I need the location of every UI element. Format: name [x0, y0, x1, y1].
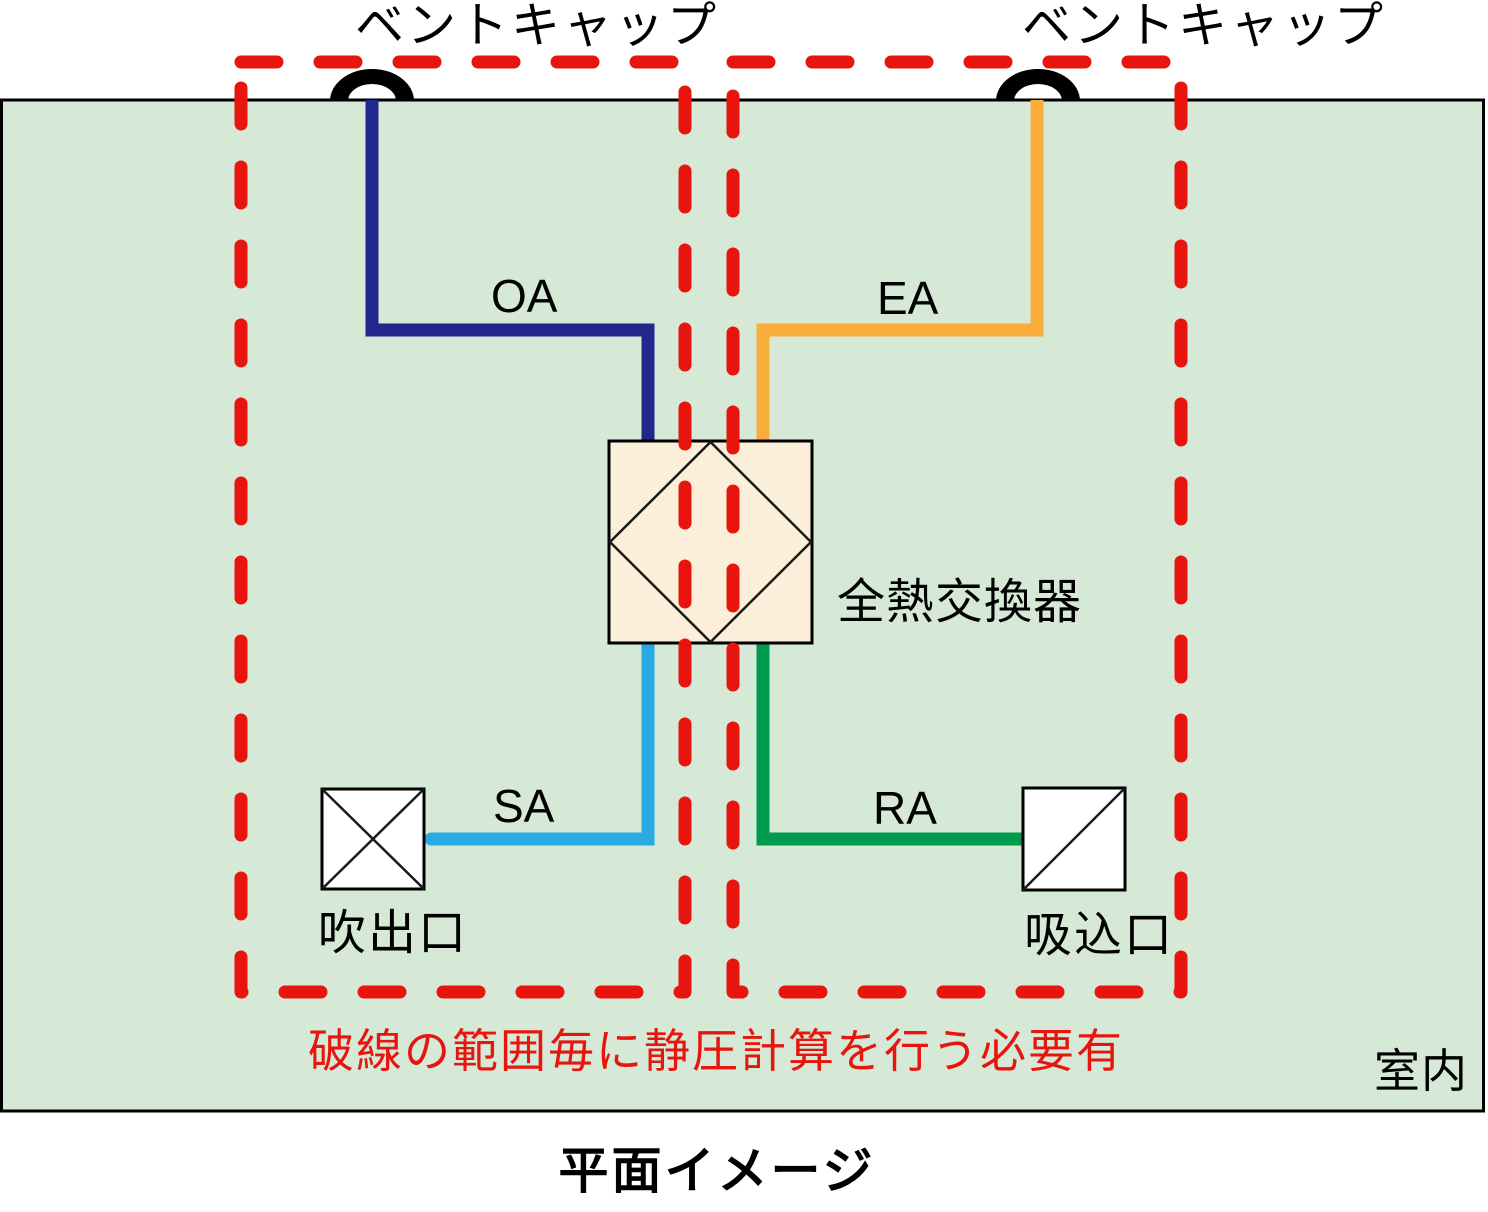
return-inlet-label: 吸込口	[1024, 909, 1175, 962]
ra-duct-label: RA	[873, 782, 937, 834]
ea-duct-line	[756, 100, 1044, 450]
oa-duct-label: OA	[491, 270, 558, 322]
ra-duct-line	[756, 629, 1027, 846]
pressure-note: 破線の範囲毎に静圧計算を行う必要有	[308, 1025, 1124, 1077]
ea-duct-label: EA	[877, 272, 939, 324]
sa-duct-line	[424, 629, 655, 846]
heat-exchanger-symbol	[607, 439, 814, 645]
vent-cap-left-icon	[330, 69, 414, 101]
return-inlet-symbol	[1021, 786, 1127, 892]
room-label: 室内	[1374, 1045, 1468, 1097]
pressure-zone-left	[234, 55, 692, 999]
supply-outlet-label: 吹出口	[318, 907, 469, 960]
page-title: 平面イメージ	[558, 1143, 876, 1199]
return-inlet-diagonal	[1022, 787, 1126, 891]
pressure-zone-right	[726, 55, 1188, 999]
heat-exchanger-box	[607, 439, 814, 645]
oa-duct-line	[365, 100, 655, 450]
sa-duct-label: SA	[493, 780, 555, 832]
vent-cap-right-icon	[996, 69, 1080, 101]
vent-cap-left-label: ベントキャップ	[355, 0, 720, 53]
heat-exchanger-label: 全熱交換器	[837, 576, 1083, 629]
vent-cap-right-label: ベントキャップ	[1022, 0, 1387, 53]
supply-outlet-symbol	[320, 787, 426, 891]
supply-outlet-diagonal-2	[321, 788, 425, 890]
heat-exchanger-diamond	[608, 440, 813, 644]
